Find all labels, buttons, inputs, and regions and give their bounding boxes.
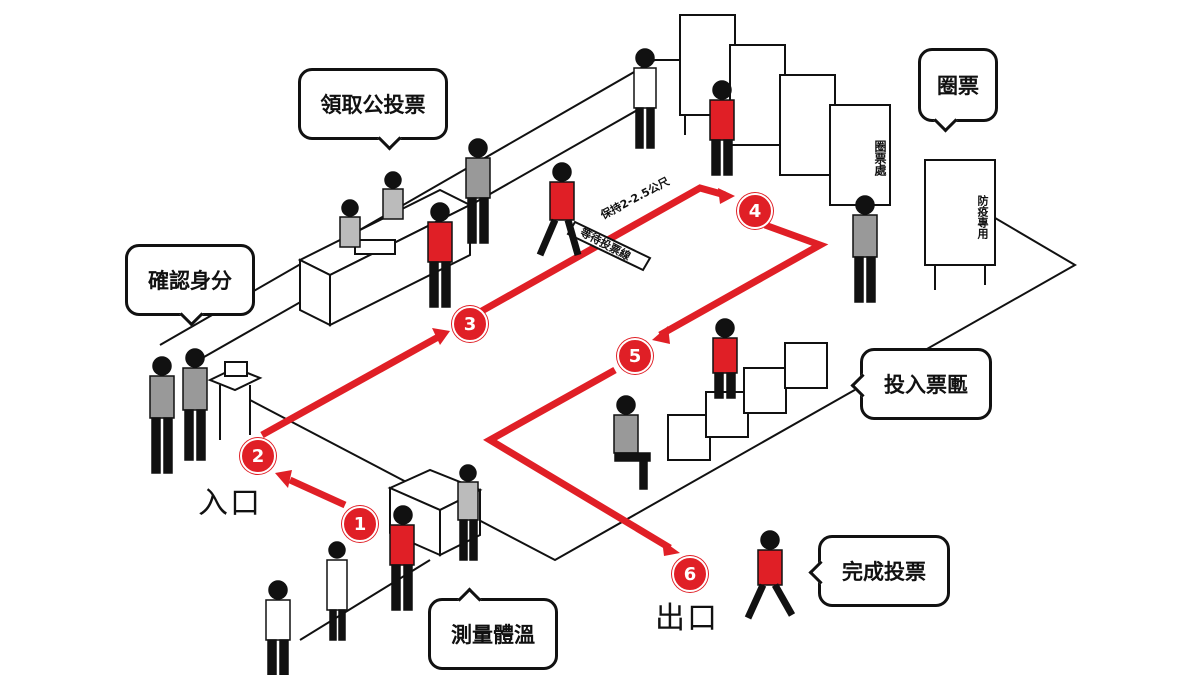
callout-voting-complete: 完成投票	[808, 535, 950, 607]
callout-cast-ballot-text: 投入票匭	[884, 373, 968, 397]
callout-cast-ballot: 投入票匭	[850, 348, 992, 420]
person-staff-ballot-2	[382, 171, 404, 220]
callout-verify-identity: 確認身分	[125, 244, 255, 327]
person-queue-1	[326, 541, 348, 641]
exit-label: 出口	[655, 601, 719, 636]
person-id-1	[149, 356, 175, 474]
entrance-label: 入口	[198, 486, 262, 521]
person-observer	[633, 48, 657, 149]
callout-get-ballot: 領取公投票	[298, 68, 448, 151]
callout-verify-identity-text: 確認身分	[148, 269, 232, 293]
step-marker-3: 3	[452, 306, 488, 342]
step-marker-4: 4	[737, 193, 773, 229]
person-seated-staff	[613, 395, 651, 490]
person-staff-booth	[852, 195, 878, 303]
callout-mark-ballot: 圈票	[918, 48, 998, 133]
callout-voting-complete-text: 完成投票	[842, 560, 926, 584]
ballot-boxes	[667, 342, 828, 461]
person-red-ballot	[427, 202, 453, 308]
route-arrowheads	[275, 188, 735, 556]
person-gray-ballot	[465, 138, 491, 244]
callout-measure-temperature: 測量體溫	[428, 587, 558, 670]
covid-booth-sign: 防疫專用	[976, 195, 989, 239]
voting-route	[260, 184, 829, 552]
person-red-casting	[712, 318, 738, 399]
people	[149, 48, 878, 675]
step-marker-6: 6	[672, 556, 708, 592]
person-red-booth	[709, 80, 735, 176]
id-check-podium	[207, 361, 263, 440]
step-marker-5: 5	[617, 338, 653, 374]
person-staff-ballot-1	[339, 199, 361, 248]
booth-sign: 圈票處	[873, 140, 887, 176]
person-red-temp	[389, 505, 415, 611]
callout-get-ballot-text: 領取公投票	[320, 93, 426, 117]
person-queue-2	[265, 580, 291, 675]
voting-booths	[679, 14, 996, 290]
step-marker-1: 1	[342, 506, 378, 542]
callout-measure-temperature-text: 測量體溫	[451, 623, 535, 647]
callout-mark-ballot-text: 圈票	[937, 74, 979, 98]
person-red-walking	[536, 162, 582, 257]
person-staff-temp	[457, 464, 479, 561]
step-marker-2: 2	[240, 438, 276, 474]
person-id-2	[182, 348, 208, 461]
person-red-exit	[744, 530, 796, 620]
